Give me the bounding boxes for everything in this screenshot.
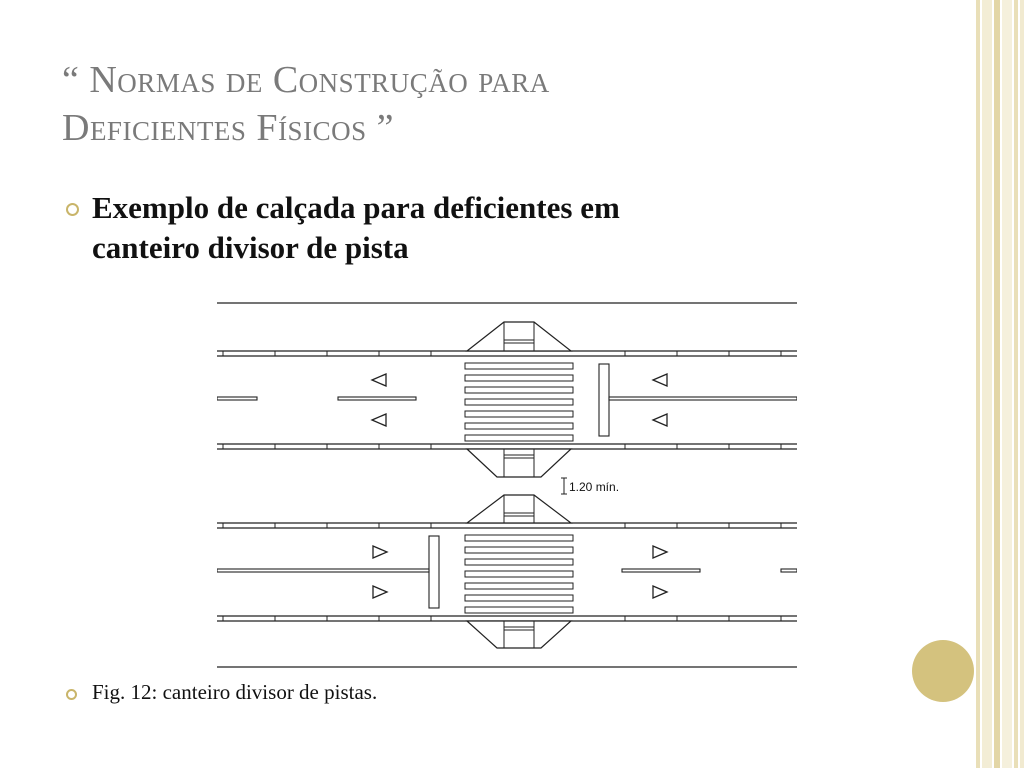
slide-title: “ Normas de Construção para Deficientes … <box>62 56 922 152</box>
triangle-right-icon <box>652 545 669 559</box>
ramp-top-2 <box>465 448 573 478</box>
decorative-stripes <box>976 0 1024 768</box>
triangle-right-icon <box>372 585 389 599</box>
bullet-line-1: Exemplo de calçada para deficientes em <box>92 190 620 225</box>
title-line-2: Deficientes Físicos ” <box>62 107 394 149</box>
triangle-right-icon <box>652 585 669 599</box>
dimension-label: 1.20 mín. <box>569 480 619 494</box>
triangle-right-icon <box>372 545 389 559</box>
ring-bullet-icon <box>66 203 79 216</box>
ring-bullet-icon <box>66 689 77 700</box>
diagram-svg: 1.20 mín. <box>217 302 797 668</box>
decorative-circle <box>912 640 974 702</box>
triangle-left-icon <box>370 413 387 427</box>
bullet-line-2: canteiro divisor de pista <box>92 230 409 265</box>
triangle-left-icon <box>651 373 668 387</box>
ramp-bottom-2 <box>465 620 573 649</box>
stop-bar-lower <box>428 535 440 609</box>
triangle-left-icon <box>370 373 387 387</box>
dimension-marker <box>561 477 567 495</box>
stop-bar-upper <box>598 363 610 437</box>
bullet-text: Exemplo de calçada para deficientes em c… <box>92 188 872 268</box>
ramp-top-1 <box>465 321 573 352</box>
ramp-bottom-1 <box>465 494 573 524</box>
triangle-left-icon <box>651 413 668 427</box>
road-median-diagram: 1.20 mín. <box>217 302 797 668</box>
figure-caption: Fig. 12: canteiro divisor de pistas. <box>92 680 378 704</box>
title-line-1: “ Normas de Construção para <box>62 59 550 101</box>
